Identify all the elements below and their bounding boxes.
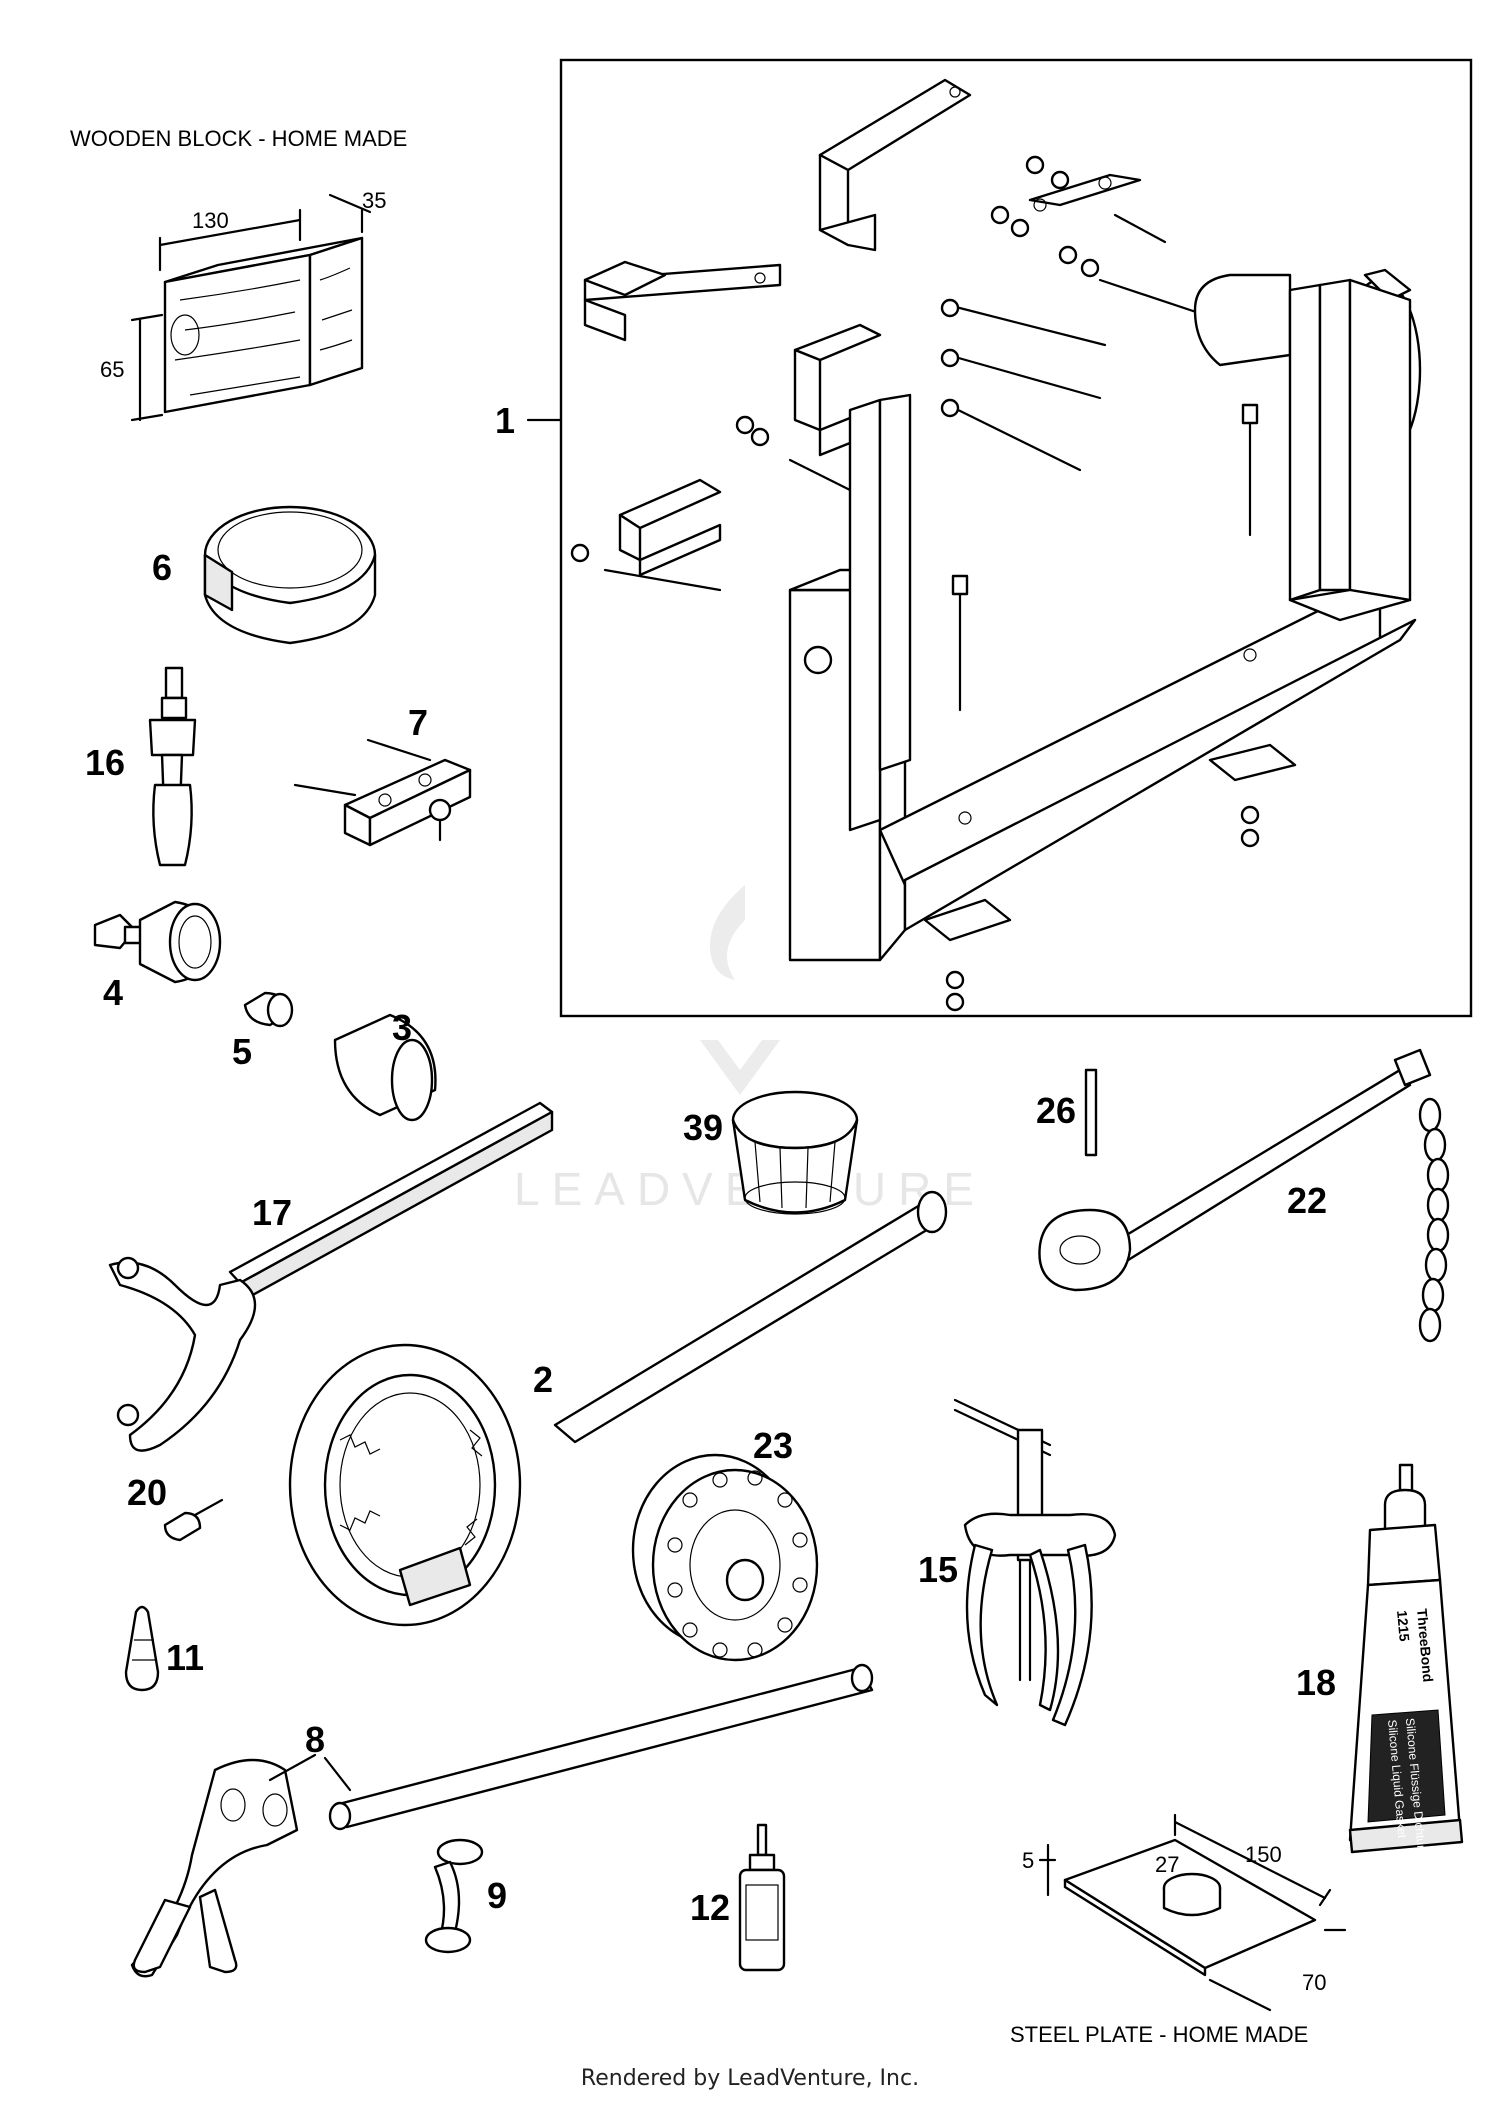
- plate-width-dim: 70: [1302, 1970, 1326, 1995]
- part-12-bottle: [738, 1823, 786, 1972]
- callout-9: 9: [487, 1875, 507, 1916]
- callout-11: 11: [166, 1637, 204, 1678]
- steel-plate: [1038, 1813, 1347, 2012]
- block-height-dim: 65: [100, 357, 124, 382]
- callout-22: 22: [1287, 1180, 1327, 1221]
- part-22-chain-wrench: [1038, 1048, 1450, 1343]
- part-23-disc: [631, 1453, 819, 1662]
- block-width-dim: 35: [362, 188, 386, 213]
- plate-hole-dim: 27: [1155, 1852, 1179, 1877]
- part-9-bracket: [424, 1838, 484, 1954]
- stand-bolts: [570, 155, 1259, 712]
- callout-6: 6: [152, 547, 172, 588]
- wooden-block-caption: WOODEN BLOCK - HOME MADE: [70, 126, 407, 151]
- part-39-cup: [731, 1090, 859, 1215]
- callout-2: 2: [533, 1359, 553, 1400]
- engine-stand: [570, 78, 1422, 1012]
- callout-3: 3: [392, 1007, 412, 1048]
- callout-17: 17: [252, 1192, 292, 1233]
- part-16-puller: [148, 666, 197, 867]
- wooden-block: [130, 193, 372, 422]
- part-4-socket: [93, 900, 222, 984]
- part-17-fork: [108, 1101, 554, 1452]
- part-5-bushing: [243, 991, 294, 1028]
- part-18-tube: ThreeBond 1215 Silicone Liquid Gasket Si…: [1348, 1463, 1464, 1859]
- callout-15: 15: [918, 1549, 958, 1590]
- chain: [1418, 1097, 1450, 1343]
- part-7-clamp: [293, 738, 472, 847]
- callout-1: 1: [495, 400, 515, 441]
- tube-code: 1215: [1394, 1610, 1413, 1643]
- engine-stand-frame-box: [559, 58, 1473, 1018]
- callout-26: 26: [1036, 1090, 1076, 1131]
- callout-12: 12: [690, 1887, 730, 1928]
- footer-credit: Rendered by LeadVenture, Inc.: [580, 2066, 920, 2091]
- part-3-sleeve: [333, 1013, 437, 1122]
- steel-plate-caption: STEEL PLATE - HOME MADE: [1010, 2022, 1308, 2047]
- part-15-puller: [953, 1398, 1117, 1727]
- plate-thickness-dim: 5: [1022, 1848, 1034, 1873]
- callout-23: 23: [753, 1425, 793, 1466]
- callout-18: 18: [1296, 1662, 1336, 1703]
- callout-8: 8: [305, 1719, 325, 1760]
- callout-16: 16: [85, 742, 125, 783]
- part-8-tool: [130, 1663, 874, 1978]
- callout-7: 7: [408, 702, 428, 743]
- callout-39: 39: [683, 1107, 723, 1148]
- callout-5: 5: [232, 1031, 252, 1072]
- part-2-holding-wrench: [288, 1190, 948, 1627]
- part-11-bottle: [124, 1605, 160, 1692]
- callout-20: 20: [127, 1472, 167, 1513]
- part-20-screw: [163, 1498, 224, 1542]
- tube-brand: ThreeBond: [1414, 1608, 1436, 1683]
- part-6-ring: [203, 505, 377, 645]
- plate-length-dim: 150: [1245, 1842, 1282, 1867]
- block-length-dim: 130: [192, 208, 229, 233]
- callout-4: 4: [103, 972, 123, 1013]
- part-26-pin: [1084, 1068, 1098, 1157]
